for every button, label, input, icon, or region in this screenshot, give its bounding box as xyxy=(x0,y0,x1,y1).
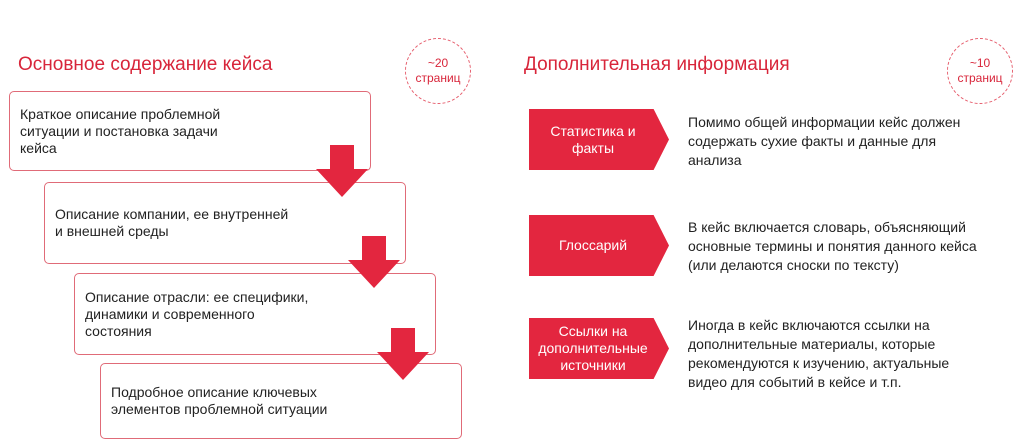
info-3-line-1: Иногда в кейс включаются ссылки на xyxy=(688,317,930,333)
step-box-1: Краткое описание проблемной ситуации и п… xyxy=(9,91,371,171)
badge-count: ~10 xyxy=(969,56,991,70)
info-2-line-3: (или делаются сноски по тексту) xyxy=(688,257,899,273)
step-3-line-3: состояния xyxy=(85,322,152,339)
info-3-line-3: рекомендуются к изучению, актуальные xyxy=(688,355,950,371)
tag-2-line-1: Глоссарий xyxy=(558,237,628,253)
step-1-line-3: кейса xyxy=(20,140,57,156)
badge-unit: страниц xyxy=(415,71,461,85)
tag-3-line-2: дополнительные xyxy=(538,340,648,356)
info-1-line-2: содержать сухие факты и данные для xyxy=(688,133,937,149)
step-1-line-1: Краткое описание проблемной xyxy=(20,106,221,122)
tag-3-line-1: Ссылки на xyxy=(558,323,628,339)
step-4-line-1: Подробное описание ключевых xyxy=(111,384,317,400)
info-3-line-2: дополнительные материалы, которые xyxy=(688,336,936,352)
step-4-line-2: элементов проблемной ситуации xyxy=(111,401,328,417)
info-links: Иногда в кейс включаются ссылки на допол… xyxy=(688,316,1018,392)
step-2-line-2: и внешней среды xyxy=(55,223,169,239)
pages-badge-main: ~20 страниц xyxy=(405,38,471,104)
tag-1-line-1: Статистика и xyxy=(550,122,636,139)
step-3-line-1: Описание отрасли: ее специфики, xyxy=(85,288,309,305)
step-2-line-1: Описание компании, ее внутренней xyxy=(55,206,289,222)
tag-glossary: Глоссарий xyxy=(529,215,669,276)
down-arrow-icon xyxy=(316,145,368,197)
info-1-line-3: анализа xyxy=(688,152,742,168)
additional-info-title: Дополнительная информация xyxy=(524,54,790,75)
tag-links: Ссылки на дополнительные источники xyxy=(529,318,669,379)
pages-badge-additional: ~10 страниц xyxy=(947,38,1013,104)
tag-3-line-3: источники xyxy=(560,357,626,373)
step-box-2: Описание компании, ее внутренней и внешн… xyxy=(44,182,406,264)
info-1-line-1: Помимо общей информации кейс должен xyxy=(688,114,961,130)
info-2-line-2: основные термины и понятия данного кейса xyxy=(688,238,977,254)
step-box-3: Описание отрасли: ее специфики, динамики… xyxy=(74,273,436,355)
info-glossary: В кейс включается словарь, объясняющий о… xyxy=(688,218,1018,275)
down-arrow-icon xyxy=(377,328,429,380)
step-3-line-2: динамики и современного xyxy=(85,305,255,322)
main-content-title: Основное содержание кейса xyxy=(18,54,273,75)
tag-statistics: Статистика и факты xyxy=(529,109,669,170)
step-1-line-2: ситуации и постановка задачи xyxy=(20,123,218,139)
info-2-line-1: В кейс включается словарь, объясняющий xyxy=(688,219,966,235)
badge-count: ~20 xyxy=(427,56,449,70)
info-statistics: Помимо общей информации кейс должен соде… xyxy=(688,113,1018,170)
badge-unit: страниц xyxy=(957,71,1003,85)
down-arrow-icon xyxy=(348,236,400,288)
tag-1-line-2: факты xyxy=(571,139,615,156)
info-3-line-4: видео для событий в кейсе и т.п. xyxy=(688,374,902,390)
